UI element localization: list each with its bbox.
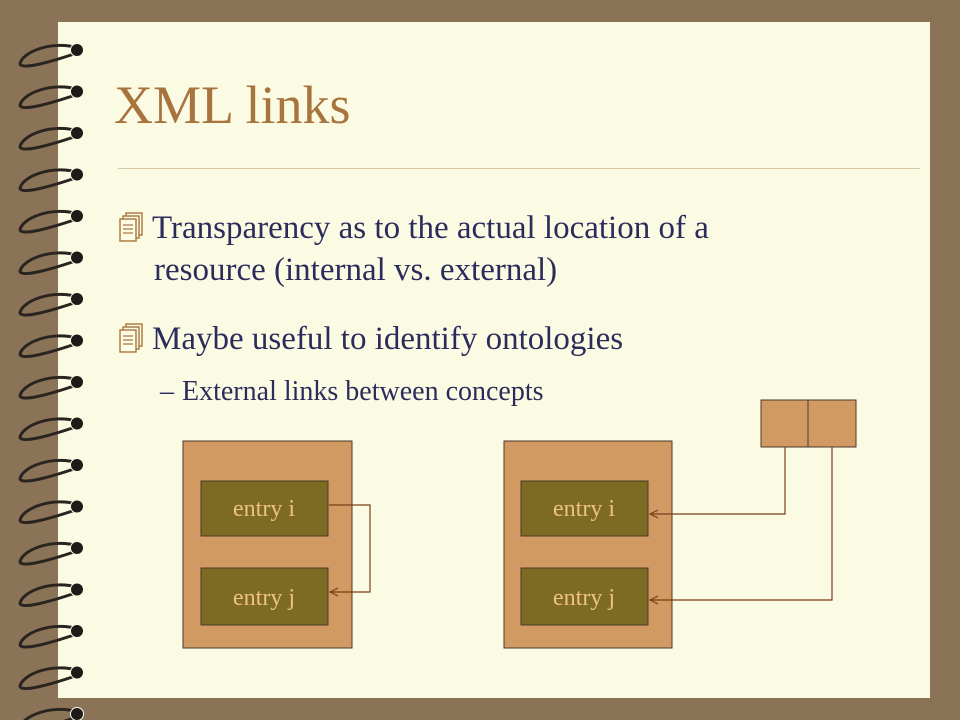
spiral-ring: [23, 707, 79, 720]
spiral-hole: [70, 375, 84, 389]
spiral-hole: [70, 126, 84, 140]
external-node-right-cell: [807, 399, 857, 448]
spiral-ring: [18, 209, 79, 234]
left-entry-i-label: entry i: [233, 496, 295, 522]
notebook-icon: [119, 323, 143, 353]
spiral-hole: [70, 665, 84, 680]
spiral-ring: [18, 43, 79, 68]
bullet-1-line-2: resource (internal vs. external): [154, 252, 558, 288]
left-entry-j-box: [200, 567, 329, 626]
spiral-ring: [18, 500, 79, 525]
sub-bullet: –External links between concepts: [160, 376, 544, 408]
spiral-ring: [18, 541, 79, 566]
spiral-binding: [18, 43, 84, 720]
bullet-item-1: Transparency as to the actual location o…: [114, 207, 709, 291]
spiral-hole: [70, 292, 84, 306]
spiral-hole: [70, 333, 84, 348]
sub-bullet-dash: –: [160, 376, 174, 407]
internal-link-arrow: [329, 504, 371, 592]
spiral-hole: [70, 84, 84, 99]
spiral-hole: [70, 416, 84, 431]
sub-bullet-text: External links between concepts: [182, 376, 544, 407]
spiral-hole: [70, 167, 84, 182]
spiral-hole: [70, 499, 84, 514]
spiral-ring: [18, 85, 79, 110]
external-link-arrow-j: [650, 447, 833, 600]
left-entry-i-box: [200, 480, 329, 537]
spiral-ring: [18, 666, 79, 691]
spiral-ring: [18, 292, 79, 317]
notebook-icon: [119, 212, 143, 242]
spiral-hole: [70, 458, 84, 472]
slide-title: XML links: [114, 75, 351, 135]
spiral-ring: [18, 126, 79, 151]
spiral-hole: [70, 43, 84, 57]
right-entry-i-box: [520, 480, 649, 537]
external-node-left-cell: [760, 399, 809, 448]
bullet-1-line-1: Transparency as to the actual location o…: [152, 210, 709, 246]
spiral-hole: [70, 707, 84, 720]
spiral-hole: [70, 250, 84, 265]
spiral-ring: [18, 624, 79, 649]
spiral-ring: [18, 583, 79, 608]
bullet-item-2: Maybe useful to identify ontologies: [114, 318, 623, 360]
spiral-ring: [18, 375, 79, 400]
spiral-hole: [70, 541, 84, 555]
spiral-hole: [70, 582, 84, 597]
spiral-hole: [70, 209, 84, 223]
right-entry-i-label: entry i: [553, 496, 615, 522]
title-divider: [118, 168, 920, 169]
bullet-2-line-1: Maybe useful to identify ontologies: [152, 321, 624, 357]
spiral-hole: [70, 624, 84, 638]
spiral-ring: [18, 417, 79, 442]
spiral-ring: [18, 334, 79, 359]
spiral-ring: [18, 458, 79, 483]
spiral-ring: [18, 251, 79, 276]
right-entry-j-box: [520, 567, 649, 626]
left-entry-j-label: entry j: [233, 585, 295, 611]
external-link-arrow-i: [650, 447, 786, 514]
spiral-ring: [18, 168, 79, 193]
right-entry-j-label: entry j: [553, 585, 615, 611]
